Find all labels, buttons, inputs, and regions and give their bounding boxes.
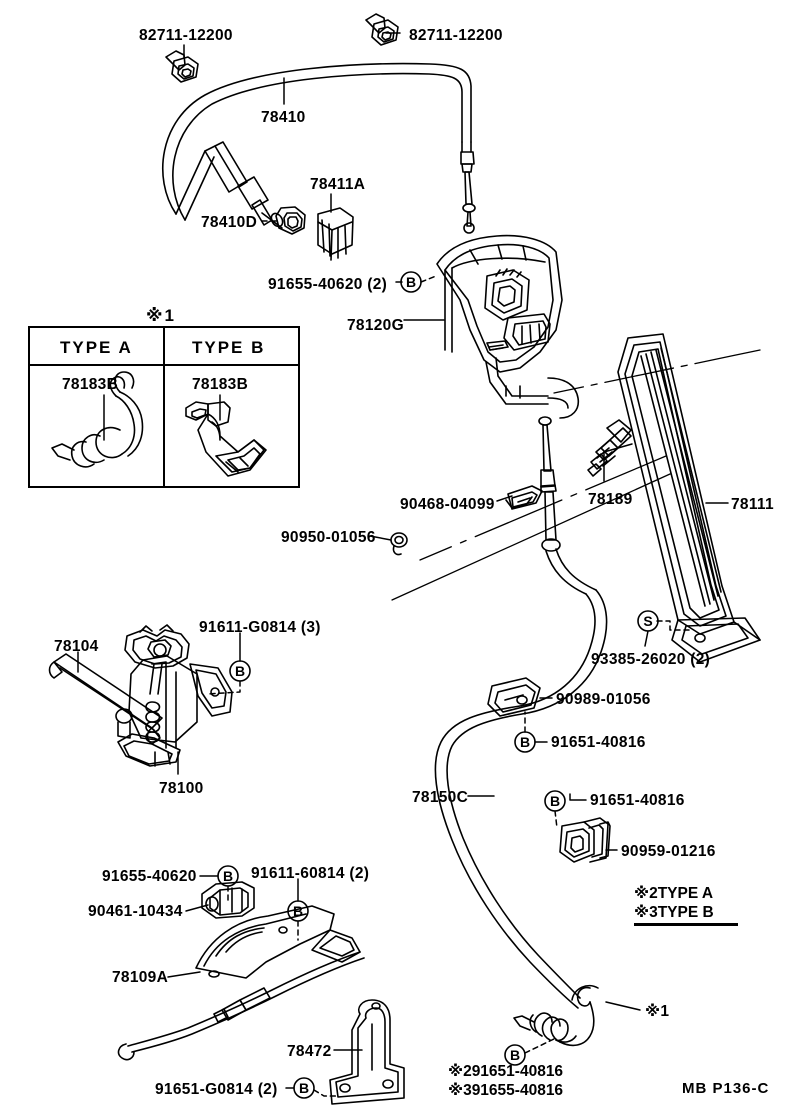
accelerator-cable-78410 — [161, 62, 472, 221]
bolt-marker-b-90989: B — [520, 734, 531, 750]
grommet-90950-01056 — [390, 532, 408, 556]
callout-78111: 78111 — [731, 496, 774, 513]
callout-78410: 78410 — [261, 109, 306, 126]
pedal-bracket-78120g — [436, 234, 580, 419]
inset-part-type-a-78183b: 78183B — [62, 376, 119, 393]
cable-end-lower-left — [117, 951, 365, 1061]
callout-78410D: 78410D — [201, 214, 258, 231]
inset-box-column-divider — [163, 326, 165, 488]
pedal-stopper-bracket-78109a — [195, 905, 361, 979]
legend-underline — [634, 923, 738, 926]
callout-78472: 78472 — [287, 1043, 332, 1060]
callout-78189: 78189 — [588, 491, 633, 508]
callout-90989-01056: 90989-01056 — [556, 691, 651, 708]
cable-clip-90989-01056 — [487, 677, 541, 717]
inset-part-type-b-78183b: 78183B — [192, 376, 249, 393]
bolt-marker-b-78120g: B — [406, 274, 417, 290]
cable-clip-82711-12200-right — [365, 13, 399, 46]
callout-78411A: 78411A — [310, 176, 366, 193]
callout-91651-G0814: 91651-G0814 (2) — [155, 1081, 278, 1098]
callout-91611-60814: 91611-60814 (2) — [251, 865, 370, 882]
legend-marker-star2: ※2 — [634, 885, 658, 902]
callout-93385-26020: 93385-26020 (2) — [591, 651, 711, 668]
accelerator-pedal-pad-78111 — [617, 333, 761, 663]
callout-78109A: 78109A — [112, 969, 169, 986]
inset-header-type-a: TYPE A — [60, 338, 133, 357]
callout-90461-10434: 90461-10434 — [88, 903, 183, 920]
legend-marker-star3: ※3 — [634, 904, 658, 921]
floor-reference-lines — [391, 349, 761, 601]
cable-grommet-78411a — [317, 207, 354, 261]
callout-78104: 78104 — [54, 638, 99, 655]
pedal-rod-78104 — [48, 653, 163, 745]
callout-90950-01056: 90950-01056 — [281, 529, 376, 546]
cable-clip-82711-12200-left — [165, 50, 199, 83]
clip-90461-10434 — [201, 881, 255, 919]
bolt-marker-b-spring: B — [510, 1047, 521, 1063]
legend-type-line-1: ※2TYPE A — [634, 885, 713, 902]
inset-marker-star1: ※1 — [146, 306, 176, 325]
accelerator-cable-78150c — [434, 589, 608, 1009]
inset-type-b-lever-78183b — [185, 401, 267, 477]
leader-lines — [77, 32, 729, 1097]
cable-bracket-90959-01216 — [559, 817, 611, 863]
callout-82711-12200-right: 82711-12200 — [409, 27, 503, 44]
callout-78120G: 78120G — [347, 317, 404, 334]
legend-type-line-2: ※3TYPE B — [634, 904, 714, 921]
legend-text-type-b: TYPE B — [657, 904, 714, 921]
callout-90959-01216: 90959-01216 — [621, 843, 716, 860]
cable-bracket-78472 — [329, 999, 405, 1105]
callout-91611-G0814: 91611-G0814 (3) — [199, 619, 321, 636]
footnote-star3-91655-40816: ※391655-40816 — [448, 1082, 564, 1099]
fastener-markers — [217, 271, 659, 1099]
callout-78100: 78100 — [159, 780, 204, 797]
legend-text-type-a: TYPE A — [657, 885, 714, 902]
inset-type-a-spring-78183b — [51, 371, 144, 468]
bolt-marker-b-78100: B — [235, 663, 246, 679]
screw-marker-s-pedal: S — [643, 613, 653, 629]
footnote-star2-91651-40816: ※291651-40816 — [448, 1063, 564, 1080]
bolt-marker-b-90461: B — [223, 868, 234, 884]
inset-leader-lines — [103, 394, 221, 441]
cable-clamp-90468-04099 — [505, 485, 543, 510]
pedal-support-assembly-78100 — [115, 624, 233, 767]
cable-lower-run-right — [460, 141, 476, 234]
bolt-marker-b-78472: B — [299, 1080, 310, 1096]
callout-91651-40816-upper: 91651-40816 — [551, 734, 646, 751]
return-spring-star1 — [513, 984, 599, 1047]
bolt-marker-b-90959: B — [550, 793, 561, 809]
callout-star-1-spring: ※1 — [645, 1003, 670, 1020]
callout-90468-04099: 90468-04099 — [400, 496, 495, 513]
bolt-marker-b-78109a: B — [293, 903, 304, 919]
callout-91655-40620-upper: 91655-40620 (2) — [268, 276, 388, 293]
callout-78150C: 78150C — [412, 789, 469, 806]
callout-82711-12200-left: 82711-12200 — [139, 27, 233, 44]
callout-91655-40620-lower: 91655-40620 — [102, 868, 197, 885]
sheet-code: MB P136-C — [682, 1080, 770, 1097]
inset-header-type-b: TYPE B — [192, 338, 266, 357]
callout-91651-40816-lower: 91651-40816 — [590, 792, 685, 809]
adjusting-bolt-78189 — [587, 419, 632, 477]
